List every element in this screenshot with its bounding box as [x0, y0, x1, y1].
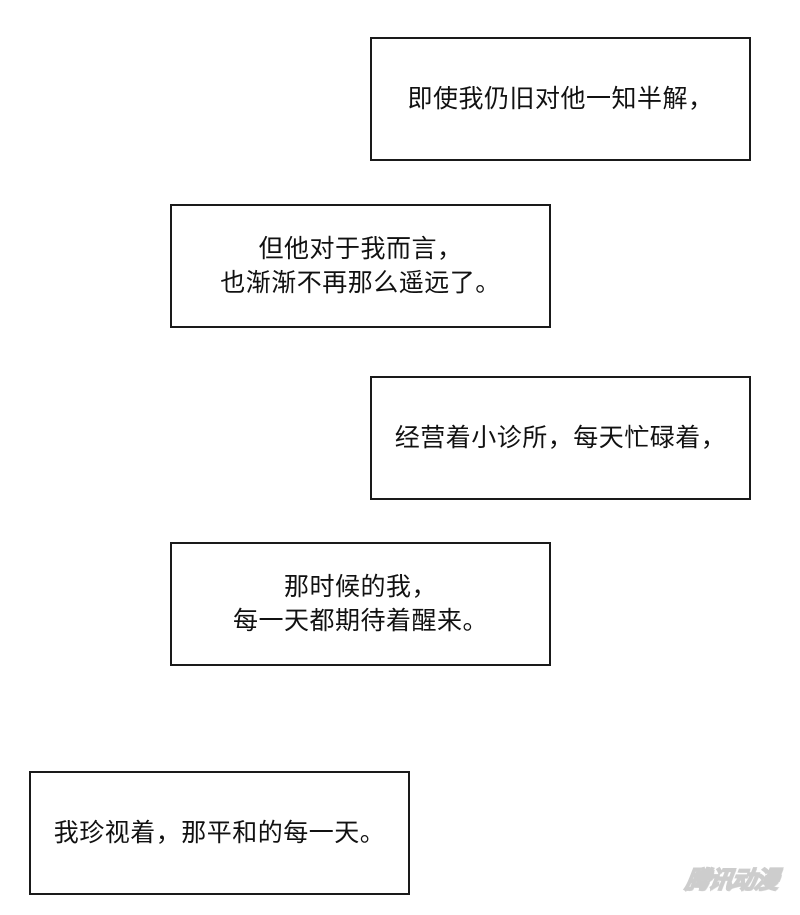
caption-box-5: 我珍视着，那平和的每一天。 — [29, 771, 410, 895]
caption-text: 即使我仍旧对他一知半解， — [407, 84, 714, 113]
caption-text: 经营着小诊所，每天忙碌着， — [394, 423, 727, 452]
caption-box-3: 经营着小诊所，每天忙碌着， — [370, 376, 751, 500]
caption-text: 那时候的我， — [283, 572, 437, 601]
caption-text: 我珍视着，那平和的每一天。 — [53, 818, 386, 847]
caption-box-1: 即使我仍旧对他一知半解， — [370, 37, 751, 161]
caption-text: 但他对于我而言， — [258, 234, 463, 263]
caption-text: 每一天都期待着醒来。 — [232, 606, 488, 635]
caption-text: 也渐渐不再那么遥远了。 — [220, 268, 501, 297]
caption-box-4: 那时候的我， 每一天都期待着醒来。 — [170, 542, 551, 666]
caption-box-2: 但他对于我而言， 也渐渐不再那么遥远了。 — [170, 204, 551, 328]
watermark-logo: 腾讯动漫 — [683, 865, 780, 895]
